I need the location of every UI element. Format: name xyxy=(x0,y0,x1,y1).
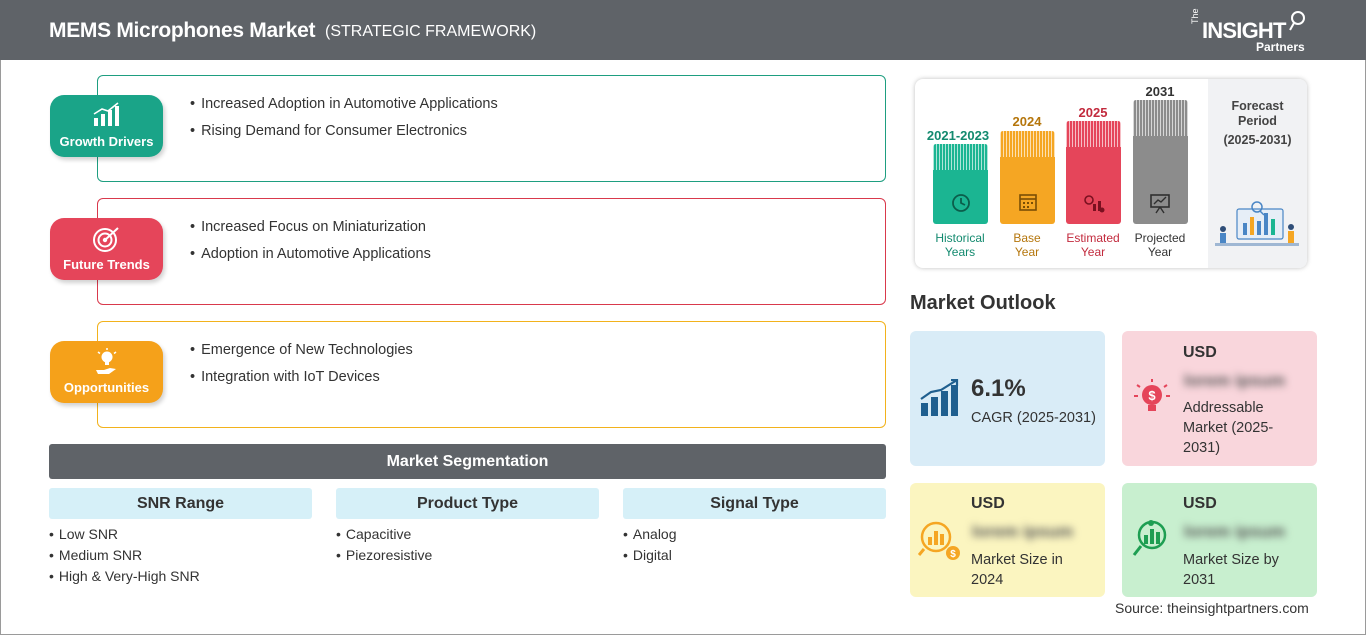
growth-drivers-box: Increased Adoption in Automotive Applica… xyxy=(97,75,886,182)
size2031-value: lorem ipsum xyxy=(1184,522,1286,541)
future-trends-label: Future Trends xyxy=(63,257,150,272)
forecast-range: (2025-2031) xyxy=(1223,133,1292,147)
timeline-year: 2025 xyxy=(1078,105,1108,120)
growth-drivers-label: Growth Drivers xyxy=(59,134,154,149)
future-trends-badge: Future Trends xyxy=(50,218,163,280)
list-item: High & Very-High SNR xyxy=(49,568,312,584)
market-segmentation-header: Market Segmentation xyxy=(49,444,886,479)
opportunities-label: Opportunities xyxy=(63,380,150,395)
growth-drivers-badge: Growth Drivers xyxy=(50,95,163,157)
addressable-label: Addressable Market (2025-2031) xyxy=(1183,400,1274,456)
cagr-value: 6.1% xyxy=(971,375,1026,402)
addressable-usd: USD xyxy=(1183,344,1217,361)
timeline-bar-estimated xyxy=(1066,121,1121,224)
list-item: Analog xyxy=(623,526,886,542)
segment-title: Signal Type xyxy=(623,488,886,519)
size2031-usd: USD xyxy=(1183,495,1217,512)
list-item: Integration with IoT Devices xyxy=(190,369,413,385)
size2024-label: Market Size in 2024 xyxy=(971,552,1063,588)
timeline-year: 2021-2023 xyxy=(926,128,990,143)
dollar-chart-magnifier-icon xyxy=(1132,520,1167,556)
list-item: Piezoresistive xyxy=(336,547,599,563)
size2024-usd: USD xyxy=(971,495,1005,512)
timeline-bar-projected xyxy=(1133,100,1188,224)
header-bar: MEMS Microphones Market (STRATEGIC FRAME… xyxy=(0,0,1366,60)
timeline-year: 2031 xyxy=(1145,84,1175,99)
dollar-chart-magnifier-icon: $ xyxy=(918,521,960,560)
market-size-2031-card: USD lorem ipsum Market Size by 2031 xyxy=(1122,483,1317,597)
lightbulb-hand-icon xyxy=(96,348,117,374)
future-trends-box: Increased Focus on Miniaturization Adopt… xyxy=(97,198,886,305)
presentation-icon xyxy=(1150,194,1170,214)
addressable-market-card: $ USD lorem ipsum Addressable Market (20… xyxy=(1122,331,1317,466)
timeline-year: 2024 xyxy=(1012,114,1042,129)
gear-chart-icon xyxy=(1084,195,1105,213)
growth-chart-icon xyxy=(93,102,119,126)
list-item: Emergence of New Technologies xyxy=(190,342,413,358)
dollar-bulb-icon: $ xyxy=(1134,379,1170,411)
list-item: Capacitive xyxy=(336,526,599,542)
analysts-illustration-icon xyxy=(1215,201,1299,246)
list-item: Medium SNR xyxy=(49,547,312,563)
growth-bars-icon xyxy=(920,379,959,416)
opportunities-list: Emergence of New Technologies Integratio… xyxy=(190,342,413,396)
logo-insight-text: INSIGHT xyxy=(1202,18,1286,43)
source-note: Source: theinsightpartners.com xyxy=(1115,600,1309,616)
size2024-value: lorem ipsum xyxy=(972,522,1074,541)
segment-column-signal-type: Signal Type Analog Digital xyxy=(623,488,886,568)
list-item: Increased Adoption in Automotive Applica… xyxy=(190,96,498,112)
svg-text:$: $ xyxy=(1148,388,1156,403)
history-icon xyxy=(952,194,970,212)
timeline-bar-base xyxy=(1000,131,1055,224)
logo-the-text: The xyxy=(1190,8,1200,24)
list-item: Low SNR xyxy=(49,526,312,542)
logo-magnifier-icon xyxy=(1289,11,1305,31)
svg-text:$: $ xyxy=(950,549,956,560)
opportunities-box: Emergence of New Technologies Integratio… xyxy=(97,321,886,428)
segment-column-snr-range: SNR Range Low SNR Medium SNR High & Very… xyxy=(49,488,312,589)
market-size-2024-card: $ USD lorem ipsum Market Size in 2024 xyxy=(910,483,1105,597)
target-icon xyxy=(93,227,119,252)
page-subtitle: (STRATEGIC FRAMEWORK) xyxy=(325,23,537,40)
segment-title: Product Type xyxy=(336,488,599,519)
segment-column-product-type: Product Type Capacitive Piezoresistive xyxy=(336,488,599,568)
market-outlook-title: Market Outlook xyxy=(910,292,1056,314)
list-item: Adoption in Automotive Applications xyxy=(190,246,431,262)
timeline-bar-historical xyxy=(933,144,988,224)
future-trends-list: Increased Focus on Miniaturization Adopt… xyxy=(190,219,431,273)
company-logo[interactable]: The INSIGHT Partners xyxy=(1190,8,1310,54)
list-item: Digital xyxy=(623,547,886,563)
size2031-label: Market Size by 2031 xyxy=(1183,552,1279,588)
list-item: Increased Focus on Miniaturization xyxy=(190,219,431,235)
opportunities-badge: Opportunities xyxy=(50,341,163,403)
segment-title: SNR Range xyxy=(49,488,312,519)
growth-drivers-list: Increased Adoption in Automotive Applica… xyxy=(190,96,498,150)
cagr-card: 6.1% CAGR (2025-2031) xyxy=(910,331,1105,466)
page-title: MEMS Microphones Market xyxy=(49,19,316,42)
calendar-icon xyxy=(1019,194,1037,211)
addressable-value: lorem ipsum xyxy=(1184,371,1286,390)
logo-partners-text: Partners xyxy=(1256,40,1305,54)
cagr-label: CAGR (2025-2031) xyxy=(971,410,1096,426)
list-item: Rising Demand for Consumer Electronics xyxy=(190,123,498,139)
